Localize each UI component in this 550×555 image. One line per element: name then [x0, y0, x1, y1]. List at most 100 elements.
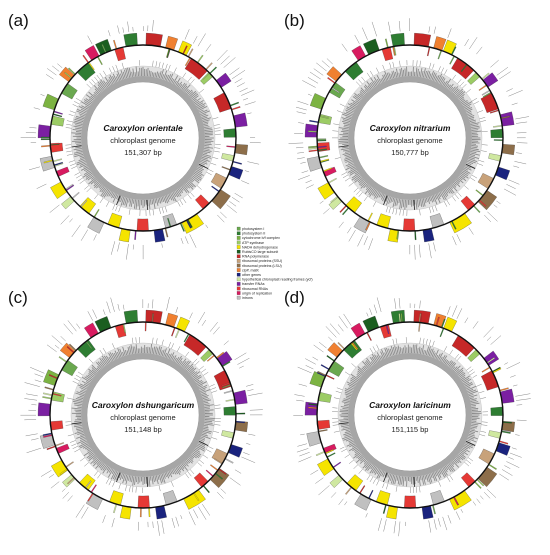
gene-block	[317, 458, 335, 476]
gene-block	[344, 61, 364, 81]
gc-bar	[75, 146, 82, 149]
gene-label-line	[506, 88, 513, 92]
gc-bar	[99, 185, 104, 190]
gc-bar	[441, 468, 447, 477]
gc-bar	[464, 382, 473, 387]
genome-backbone	[316, 321, 504, 509]
gc-bar	[188, 456, 194, 463]
gc-bar	[470, 426, 477, 429]
gc-bar	[467, 389, 477, 394]
gene-label-line	[362, 27, 368, 40]
gene-label-line	[508, 90, 523, 97]
gene-label-line	[220, 55, 230, 65]
gc-bar	[107, 468, 114, 478]
gc-bar	[199, 162, 205, 166]
gene-label-line	[506, 184, 516, 189]
gene-label-line	[71, 224, 81, 238]
gc-bar	[193, 374, 201, 381]
gc-bar	[387, 473, 390, 478]
gc-bar	[344, 391, 352, 395]
gene-label-line	[63, 323, 73, 335]
legend-label: origin of replication	[242, 291, 272, 295]
gc-bar	[470, 401, 479, 404]
gc-bar	[84, 446, 90, 450]
gc-bar	[451, 86, 459, 93]
genome-map-panel-b: (b) Caroxylon nitrarium chloroplast geno…	[284, 11, 530, 260]
gc-bar	[454, 89, 460, 96]
gc-bar	[163, 473, 166, 479]
gc-bar	[135, 344, 138, 354]
gene-block	[40, 138, 51, 141]
gc-bar	[443, 189, 449, 196]
gc-bar	[399, 199, 402, 210]
gene-block	[234, 144, 248, 156]
gc-bar	[163, 348, 167, 357]
gene-label-line	[515, 152, 522, 154]
species-name: Caroxylon dshungaricum	[92, 400, 195, 410]
gc-bar	[463, 169, 471, 174]
gene-block	[210, 464, 219, 471]
gc-bar	[175, 77, 181, 86]
gc-bar	[204, 409, 214, 411]
gc-bar	[185, 89, 190, 94]
gene-label-line	[75, 504, 85, 518]
gc-bar	[452, 88, 459, 94]
gc-bar	[458, 96, 465, 101]
gc-bar	[193, 97, 201, 104]
gc-bar	[81, 389, 86, 393]
gene-block	[113, 503, 118, 514]
gc-bar	[360, 87, 368, 94]
gene-label-line	[363, 236, 368, 246]
region-boundary	[71, 422, 82, 425]
gc-bar	[417, 199, 419, 208]
gc-bar	[396, 346, 399, 355]
gc-bar	[468, 116, 475, 120]
gc-bar	[185, 459, 191, 464]
gene-label-line	[456, 234, 461, 243]
gc-bar	[371, 356, 377, 364]
gene-block	[196, 54, 204, 64]
gc-bar	[419, 68, 423, 77]
gc-bar	[161, 196, 165, 202]
gene-block	[216, 351, 233, 366]
legend-label: NADH dehydrogenase	[242, 245, 278, 249]
gc-bar	[183, 361, 191, 369]
gene-label-line	[501, 469, 513, 476]
gene-block	[113, 39, 118, 50]
gc-bar	[76, 149, 83, 152]
gc-bar	[397, 476, 401, 485]
gc-bar	[118, 472, 122, 479]
gc-bar	[437, 73, 443, 83]
gc-bar	[176, 355, 182, 364]
gc-bar	[378, 470, 383, 479]
gene-block	[171, 327, 176, 337]
gene-label-line	[515, 434, 520, 436]
gc-bar	[164, 472, 167, 478]
gene-block	[211, 189, 231, 210]
gc-bar	[158, 71, 162, 79]
gene-label-line	[428, 520, 432, 533]
gc-bar	[363, 460, 369, 465]
gc-bar	[80, 101, 90, 107]
gene-label-line	[472, 321, 479, 329]
gc-bar	[122, 474, 126, 484]
gene-label-line	[40, 470, 52, 477]
gc-bar	[364, 361, 371, 368]
gc-bar	[422, 349, 425, 355]
gc-bar	[343, 436, 353, 441]
gc-bar	[167, 471, 171, 477]
gene-block	[61, 83, 78, 100]
gene-label-line	[161, 520, 165, 534]
gc-bar	[342, 149, 350, 152]
gc-bar	[385, 347, 390, 357]
legend-label: other genes	[242, 273, 261, 277]
gc-bar	[180, 82, 186, 90]
gc-bar	[374, 468, 379, 476]
gc-bar	[83, 383, 89, 387]
gc-bar	[90, 456, 98, 464]
gc-bar	[376, 78, 381, 85]
gc-bar	[356, 453, 362, 459]
gc-bar	[463, 101, 473, 107]
gc-bar	[155, 198, 159, 206]
gene-block	[123, 310, 138, 324]
